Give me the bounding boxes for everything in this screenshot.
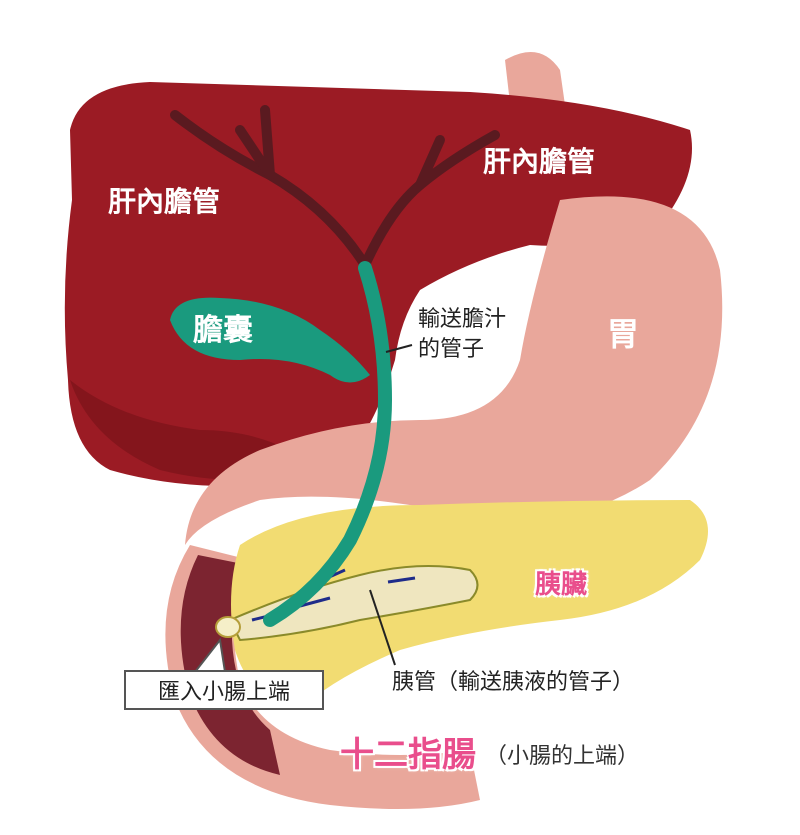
label-bile-duct-line1: 輸送膽汁 — [418, 307, 507, 332]
intrahepatic-ducts — [170, 105, 500, 270]
label-bile-duct-line2: 的管子 — [418, 336, 485, 362]
bile-duct-leader — [385, 344, 413, 353]
stomach — [185, 196, 723, 545]
label-bile-duct: 輸送膽汁 的管子 — [418, 305, 506, 364]
duodenum-inner — [180, 555, 280, 775]
label-duodenum-note: （小腸的上端） — [485, 744, 640, 769]
duct-outlet — [215, 616, 241, 638]
pancreatic-duct-leader — [369, 589, 396, 666]
pancreatic-duct-area — [228, 565, 479, 642]
label-pancreatic-duct: 胰管（輸送胰液的管子） — [392, 670, 635, 695]
label-duodenum: 十二指腸 — [340, 735, 476, 775]
gallbladder — [170, 297, 370, 383]
label-into-intestine: 匯入小腸上端 — [124, 670, 324, 710]
label-stomach: 胃 — [607, 315, 640, 353]
label-liver-duct-right: 肝內膽管 — [483, 145, 596, 178]
label-gallbladder: 膽囊 — [193, 313, 253, 348]
bile-duct — [263, 261, 393, 627]
label-liver-duct-left: 肝內膽管 — [108, 185, 221, 218]
label-pancreas: 胰臟 — [535, 570, 588, 600]
liver — [64, 82, 693, 486]
